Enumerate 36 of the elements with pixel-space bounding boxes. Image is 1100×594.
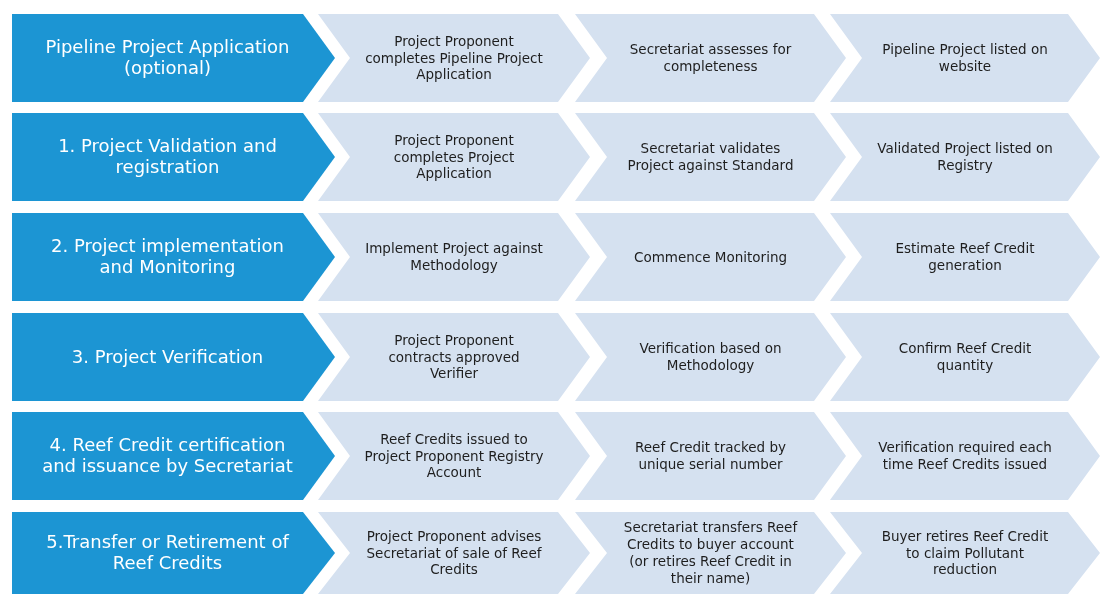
step-text: Project Proponent completes Pipeline Project Application bbox=[364, 32, 544, 84]
stage-title: 1. Project Validation and registration bbox=[57, 136, 278, 178]
process-step-shape bbox=[830, 213, 1100, 301]
step-text: Verification required each time Reef Credits issued bbox=[877, 439, 1053, 473]
process-step-shape bbox=[830, 313, 1100, 401]
step-text: Secretariat assesses for completeness bbox=[628, 41, 793, 75]
stage-step-shape bbox=[12, 213, 335, 301]
step-text: Validated Project listed on Registry bbox=[876, 140, 1054, 174]
step-text: Secretariat transfers Reef Credits to buyer account (or retires Reef Credit in their name) bbox=[622, 519, 799, 587]
step-text: Verification based on Methodology bbox=[638, 340, 783, 374]
stage-title: Pipeline Project Application (optional) bbox=[44, 37, 291, 79]
step-text: Buyer retires Reef Credit to claim Pollutant reduction bbox=[880, 527, 1050, 579]
stage-step-shape bbox=[12, 313, 335, 401]
step-text: Estimate Reef Credit generation bbox=[894, 240, 1036, 274]
step-text: Pipeline Project listed on website bbox=[881, 41, 1049, 75]
step-text: Secretariat validates Project against Standard bbox=[626, 140, 795, 174]
process-step-shape bbox=[830, 14, 1100, 102]
step-text: Project Proponent completes Project Application bbox=[392, 131, 516, 183]
stage-step-shape bbox=[12, 412, 335, 500]
process-step-shape bbox=[830, 412, 1100, 500]
step-text: Reef Credits issued to Project Proponent Registry Account bbox=[364, 430, 544, 482]
step-text: Project Proponent contracts approved Verifier bbox=[387, 331, 521, 383]
stage-title: 3. Project Verification bbox=[71, 346, 264, 368]
stage-step-shape bbox=[12, 14, 335, 102]
process-step-shape bbox=[830, 512, 1100, 594]
step-text: Implement Project against Methodology bbox=[364, 240, 544, 274]
step-text: Reef Credit tracked by unique serial number bbox=[634, 439, 787, 473]
step-text: Confirm Reef Credit quantity bbox=[897, 340, 1033, 374]
stage-step-shape bbox=[12, 512, 335, 594]
process-step-shape bbox=[830, 113, 1100, 201]
step-text: Project Proponent advises Secretariat of sale of Reef Credits bbox=[365, 527, 543, 579]
step-text: Commence Monitoring bbox=[633, 248, 788, 266]
stage-title: 5.Transfer or Retirement of Reef Credits bbox=[45, 532, 291, 574]
stage-title: 4. Reef Credit certification and issuance by Secretariat bbox=[41, 435, 294, 477]
stage-step-shape bbox=[12, 113, 335, 201]
stage-title: 2. Project implementation and Monitoring bbox=[50, 236, 285, 278]
